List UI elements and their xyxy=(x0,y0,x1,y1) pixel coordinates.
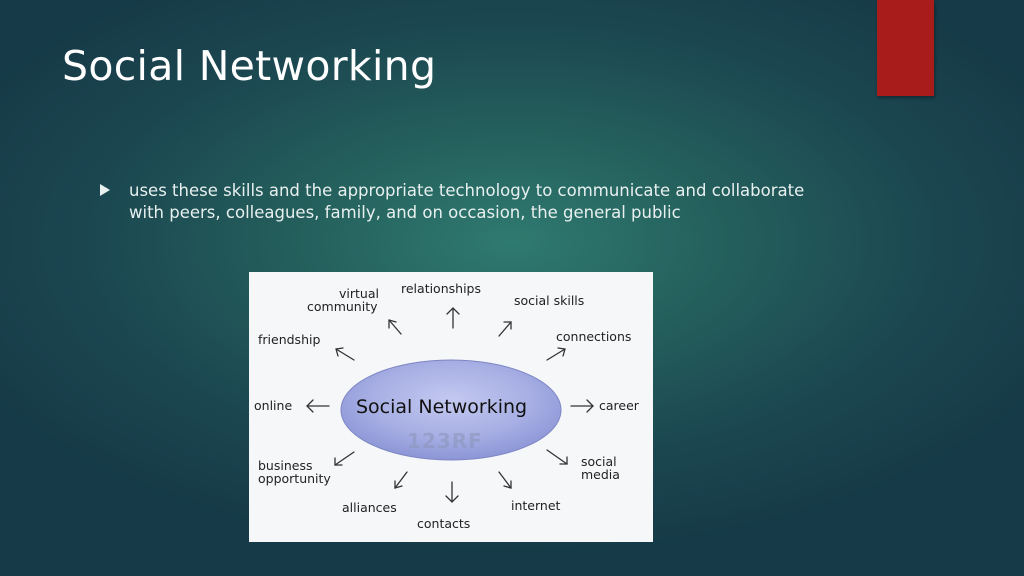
accent-bar xyxy=(877,0,934,96)
label-social-skills: social skills xyxy=(514,293,584,308)
diagram-svg: 123RF Social Networking virtual communit… xyxy=(254,281,640,531)
arrow-business-opportunity-icon xyxy=(334,451,355,466)
label-community: community xyxy=(307,299,378,314)
label-social: social xyxy=(581,454,617,469)
label-media: media xyxy=(581,467,620,482)
arrow-contacts-icon xyxy=(445,481,459,503)
arrow-alliances-icon xyxy=(394,471,408,489)
arrow-connections-icon xyxy=(546,347,566,361)
slide-title: Social Networking xyxy=(62,42,437,90)
label-virtual: virtual xyxy=(339,286,379,301)
bullet-arrow-icon xyxy=(100,184,110,196)
label-connections: connections xyxy=(556,329,631,344)
label-career: career xyxy=(599,398,640,413)
arrow-social-skills-icon xyxy=(498,321,512,337)
label-online: online xyxy=(254,398,292,413)
social-networking-diagram: 123RF Social Networking virtual communit… xyxy=(249,272,653,542)
arrow-career-icon xyxy=(570,399,594,413)
bullet-text: uses these skills and the appropriate te… xyxy=(129,181,805,222)
hub-ellipse xyxy=(340,359,562,461)
arrow-online-icon xyxy=(306,399,330,413)
label-contacts: contacts xyxy=(417,516,470,531)
arrow-relationships-icon xyxy=(446,307,460,329)
label-opportunity: opportunity xyxy=(258,471,331,486)
label-relationships: relationships xyxy=(401,281,481,296)
label-friendship: friendship xyxy=(258,332,320,347)
label-business: business xyxy=(258,458,312,473)
arrow-internet-icon xyxy=(498,471,512,489)
watermark-text: 123RF xyxy=(407,429,483,453)
label-internet: internet xyxy=(511,498,561,513)
arrow-friendship-icon xyxy=(335,347,355,361)
arrow-social-media-icon xyxy=(546,449,568,465)
label-alliances: alliances xyxy=(342,500,397,515)
arrow-virtual-community-icon xyxy=(388,319,402,335)
hub-label: Social Networking xyxy=(356,396,527,418)
